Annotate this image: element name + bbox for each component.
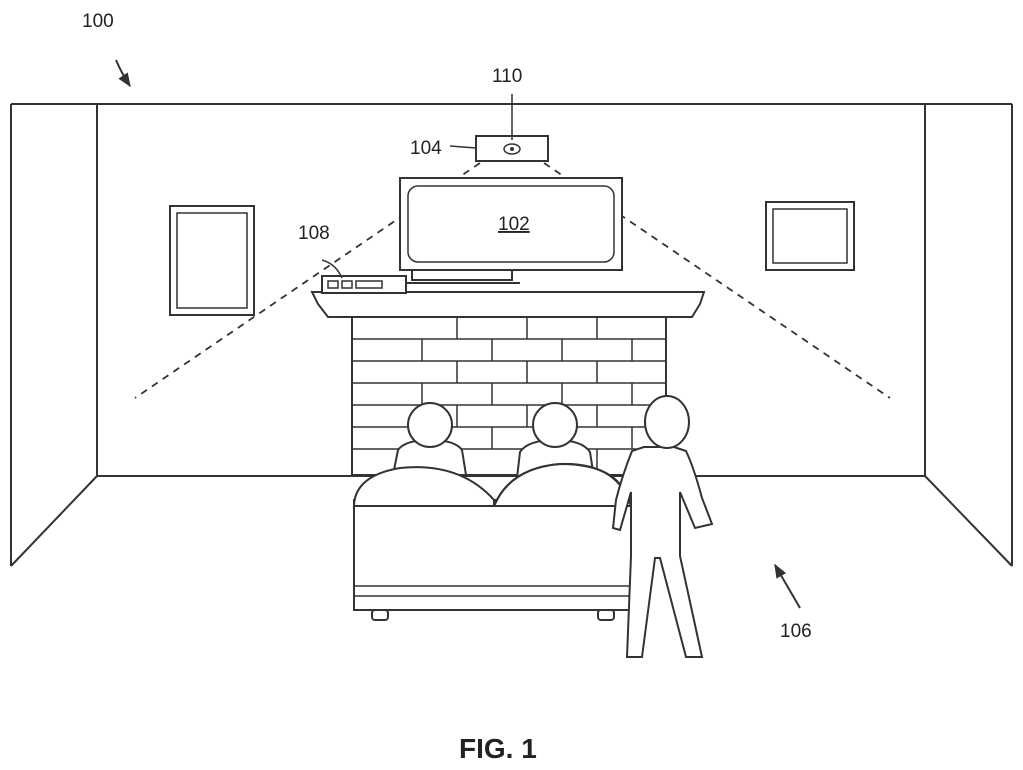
label-104: 104	[410, 138, 442, 159]
figure-caption: FIG. 1	[459, 733, 537, 764]
right-picture-frame	[766, 202, 854, 270]
left-picture-frame	[170, 206, 254, 315]
label-110: 110	[492, 66, 522, 87]
label-106: 106	[780, 621, 812, 642]
mantel	[312, 292, 704, 317]
seated-person-left	[393, 403, 466, 475]
label-102: 102	[498, 214, 530, 235]
label-100: 100	[82, 11, 114, 32]
label-108: 108	[298, 223, 330, 244]
couch	[354, 464, 632, 620]
